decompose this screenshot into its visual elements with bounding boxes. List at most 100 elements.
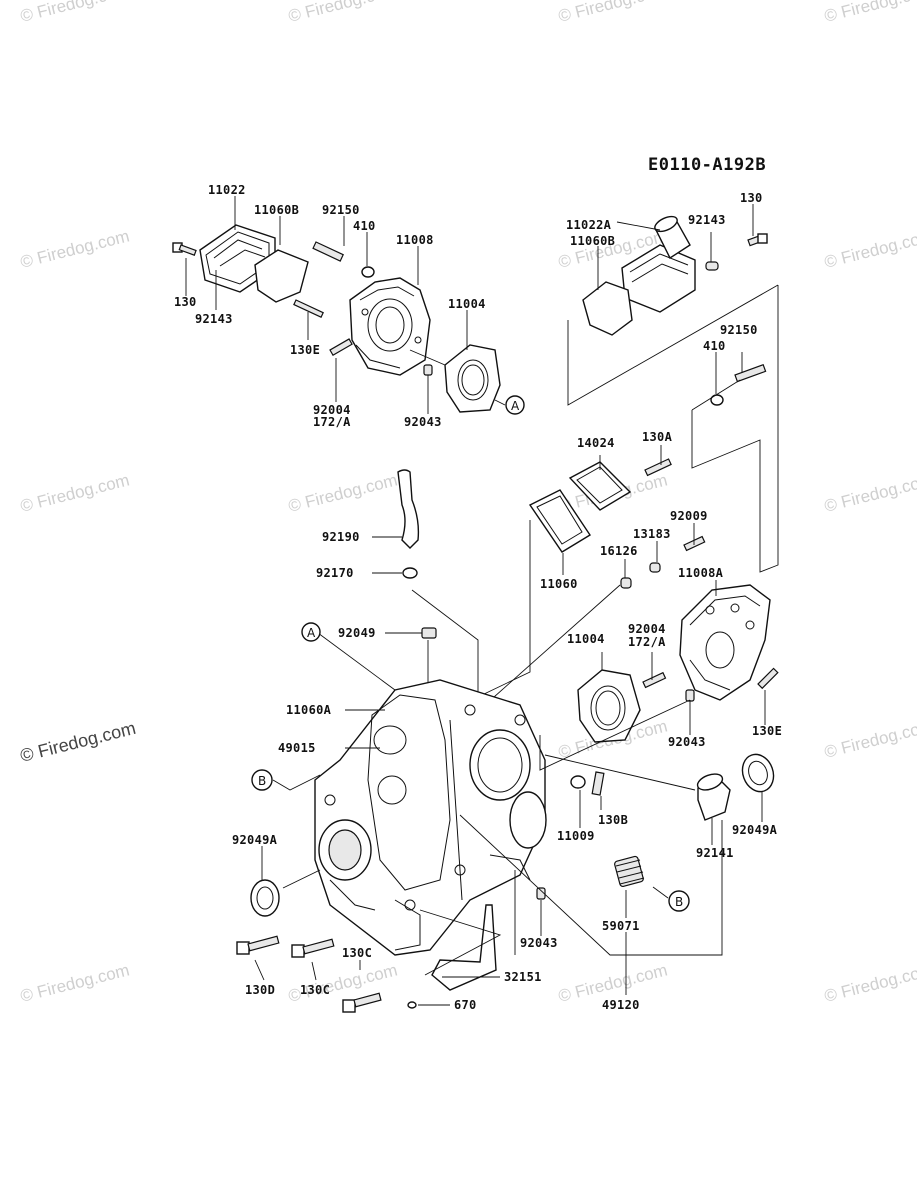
pipe-32151	[431, 904, 497, 991]
callout-b-right-label: B	[675, 895, 683, 909]
label-130B: 130B	[598, 813, 628, 827]
part-16126	[620, 577, 632, 589]
middle-assembly	[372, 445, 779, 743]
callout-a-mid-label: A	[307, 626, 316, 640]
bolt-130A	[644, 458, 672, 477]
head-gasket-11004-top	[444, 344, 501, 413]
label-92004-left: 92004	[313, 403, 351, 417]
watermark: © Firedog.com	[18, 718, 138, 766]
watermark: © Firedog.com	[18, 0, 131, 26]
label-130E-left: 130E	[290, 343, 320, 357]
label-92004-right: 92004	[628, 622, 666, 636]
label-11008A: 11008A	[678, 566, 724, 580]
cylinder-head-11008A	[679, 584, 771, 701]
part-labels: 11022 11060B 92150 410 11008 130 92143 1…	[174, 183, 782, 1012]
label-11060B-left: 11060B	[254, 203, 299, 217]
label-11060A: 11060A	[286, 703, 332, 717]
callout-a-top-label: A	[511, 399, 520, 413]
label-59071: 59071	[602, 919, 640, 933]
callout-b-right	[668, 890, 690, 912]
bolt-130E-left	[293, 299, 324, 319]
dowel-92143-right	[705, 261, 719, 271]
bolt-130-right	[747, 233, 768, 247]
bolt-130C-a	[291, 938, 335, 958]
label-92170: 92170	[316, 566, 354, 580]
watermark: © Firedog.com	[18, 470, 131, 515]
label-32151: 32151	[504, 970, 542, 984]
label-13183: 13183	[633, 527, 671, 541]
dowel-92049-top	[421, 627, 437, 639]
bolt-130C-b	[342, 992, 382, 1013]
washer-410-left	[361, 266, 375, 278]
governor-59071	[614, 855, 645, 888]
label-670: 670	[454, 998, 477, 1012]
dowel-92043-mid	[685, 689, 695, 702]
cylinder-bore	[469, 729, 531, 801]
label-49120: 49120	[602, 998, 640, 1012]
o-ring-670	[407, 1001, 417, 1009]
label-92049A-left: 92049A	[232, 833, 278, 847]
stud-92150-right	[734, 363, 767, 383]
label-172A-left: 172/A	[313, 415, 351, 429]
watermark: © Firedog.com	[822, 226, 917, 271]
label-172A-right: 172/A	[628, 635, 666, 649]
label-130C-b: 130C	[300, 983, 330, 997]
label-11008: 11008	[396, 233, 434, 247]
top-left-assembly: A	[172, 196, 525, 415]
label-410-left: 410	[353, 219, 376, 233]
label-130D: 130D	[245, 983, 275, 997]
label-92043-bottom: 92043	[520, 936, 558, 950]
top-right-assembly	[567, 204, 779, 573]
label-92190: 92190	[322, 530, 360, 544]
label-49015: 49015	[278, 741, 316, 755]
dowel-92043-top	[423, 364, 433, 376]
label-11004-top: 11004	[448, 297, 486, 311]
crankcase-assembly: A B B	[236, 622, 775, 1013]
watermark: © Firedog.com	[18, 226, 131, 271]
label-410-right: 410	[703, 339, 726, 353]
stud-92004-left	[329, 338, 353, 357]
sleeve-92141	[696, 773, 731, 821]
callout-a-mid	[301, 622, 321, 642]
watermark: © Firedog.com	[556, 0, 669, 26]
label-130E-right: 130E	[752, 724, 782, 738]
label-92150-right: 92150	[720, 323, 758, 337]
label-92141: 92141	[696, 846, 734, 860]
label-11060B-right: 11060B	[570, 234, 615, 248]
label-11022: 11022	[208, 183, 246, 197]
label-92049: 92049	[338, 626, 376, 640]
cover-11060	[528, 489, 591, 553]
part-13183	[649, 562, 661, 573]
label-92150-left: 92150	[322, 203, 360, 217]
watermark: © Firedog.com	[286, 0, 399, 26]
bolt-130E-right	[757, 667, 779, 690]
label-130C-a: 130C	[342, 946, 372, 960]
bolt-130B	[591, 771, 605, 796]
washer-410-right	[710, 394, 724, 406]
label-130A: 130A	[642, 430, 673, 444]
label-11004-mid: 11004	[567, 632, 605, 646]
watermark: © Firedog.com	[822, 716, 917, 761]
gasket-11060A	[367, 694, 451, 891]
watermark: © Firedog.com	[822, 470, 917, 515]
label-14024: 14024	[577, 436, 615, 450]
stud-92004-right	[642, 671, 667, 689]
rocker-cover-11022A	[621, 215, 696, 313]
washer-11009	[570, 775, 586, 789]
seal-92049A-right	[741, 753, 775, 793]
head-gasket-11004-mid	[577, 669, 641, 743]
cylinder-head-11008	[349, 277, 431, 376]
label-16126: 16126	[600, 544, 638, 558]
label-92143-right: 92143	[688, 213, 726, 227]
watermark: © Firedog.com	[286, 470, 399, 515]
callout-b-left	[251, 769, 273, 791]
label-11009: 11009	[557, 829, 595, 843]
gasket-14024	[568, 461, 632, 511]
label-130-right: 130	[740, 191, 763, 205]
bolt-130-left	[172, 242, 197, 256]
callout-a-top	[505, 395, 525, 415]
label-11022A: 11022A	[566, 218, 612, 232]
label-92009: 92009	[670, 509, 708, 523]
gasket-11060B-left	[254, 249, 309, 303]
watermark: © Firedog.com	[822, 0, 917, 26]
